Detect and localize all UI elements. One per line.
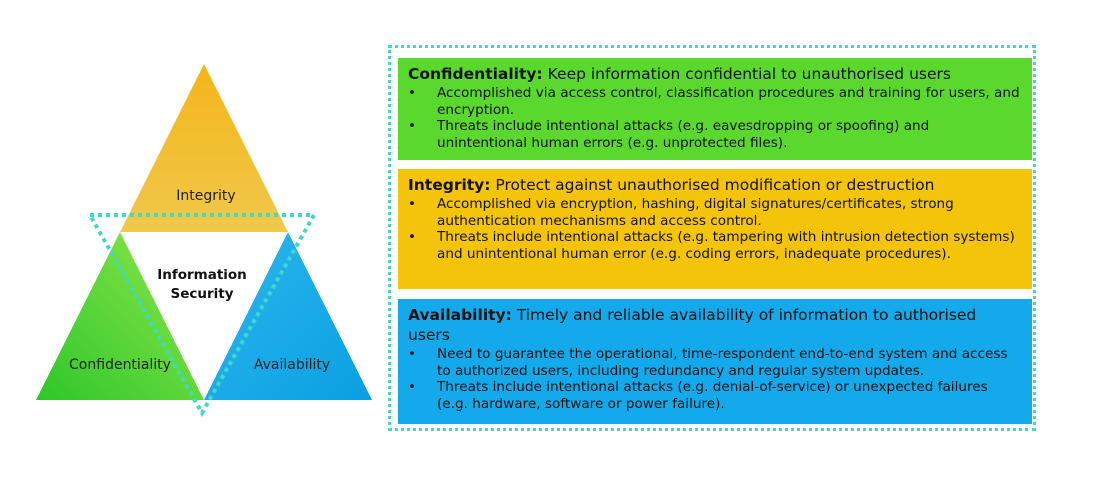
integrity-heading: Integrity: Protect against unauthorised … [408,175,1022,195]
confidentiality-title: Keep information confidential to unautho… [542,65,951,83]
confidentiality-heading: Confidentiality: Keep information confid… [408,64,1022,84]
confidentiality-triangle [36,232,204,400]
list-item: Threats include intentional attacks (e.g… [408,229,1022,262]
cia-triad-diagram: Integrity Confidentiality Availability I… [36,64,372,418]
dotted-inverted-triangle [86,213,318,418]
availability-label: Availability [254,357,330,373]
integrity-term: Integrity: [408,176,491,194]
availability-triangle [204,232,372,400]
definitions-frame [388,45,1036,431]
availability-heading: Availability: Timely and reliable availa… [408,305,1022,345]
integrity-triangle [120,64,288,232]
list-item: Threats include intentional attacks (e.g… [408,118,1022,151]
list-item: Accomplished via access control, classif… [408,85,1022,118]
integrity-label: Integrity [176,188,235,204]
confidentiality-bullets: Accomplished via access control, classif… [408,85,1022,151]
list-item: Need to guarantee the operational, time-… [408,346,1022,379]
list-item: Threats include intentional attacks (e.g… [408,379,1022,412]
confidentiality-label: Confidentiality [69,357,171,373]
confidentiality-card: Confidentiality: Keep information confid… [398,58,1032,160]
center-label-line1: Information [157,267,247,283]
center-label-line2: Security [170,286,233,302]
integrity-title: Protect against unauthorised modificatio… [490,176,935,194]
availability-card: Availability: Timely and reliable availa… [398,299,1032,424]
list-item: Accomplished via encryption, hashing, di… [408,196,1022,229]
availability-bullets: Need to guarantee the operational, time-… [408,346,1022,412]
integrity-card: Integrity: Protect against unauthorised … [398,169,1032,289]
availability-term: Availability: [408,306,512,324]
availability-title: Timely and reliable availability of info… [408,306,977,344]
confidentiality-term: Confidentiality: [408,65,543,83]
integrity-bullets: Accomplished via encryption, hashing, di… [408,196,1022,262]
